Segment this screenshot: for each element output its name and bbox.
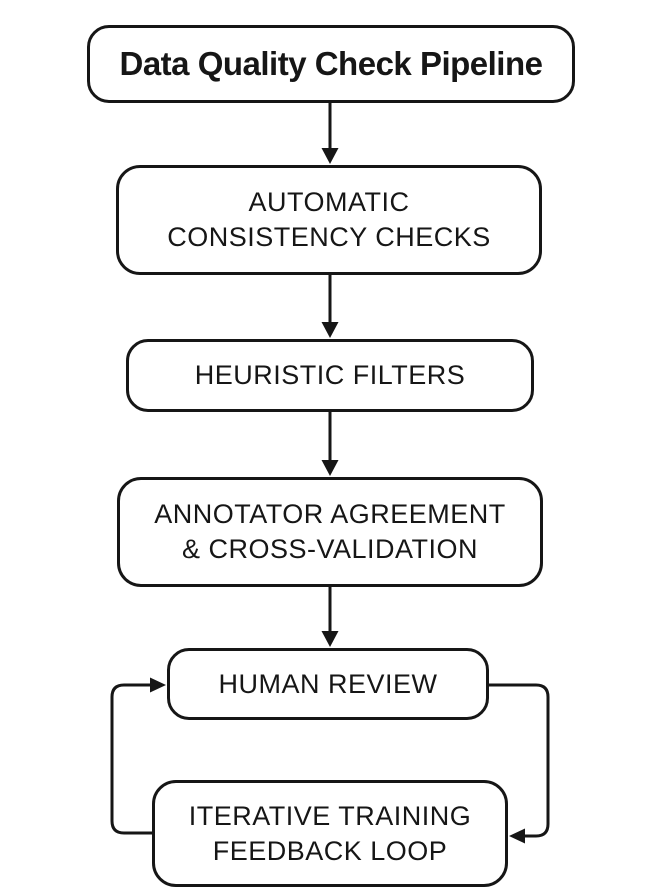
- loop-human-review-to-feedback-line: [488, 683, 550, 838]
- arrow-annotator-to-human-review-head: [321, 631, 339, 647]
- loop-feedback-to-human-review-line: [110, 683, 152, 835]
- node-automatic-consistency-checks: AUTOMATIC CONSISTENCY CHECKS: [116, 165, 542, 275]
- node-pipeline-title-label: Data Quality Check Pipeline: [119, 45, 543, 82]
- node-annotator-agreement-label-line-1: ANNOTATOR AGREEMENT: [154, 499, 506, 529]
- arrow-heuristic-to-annotator-head: [321, 460, 339, 476]
- node-human-review-label: HUMAN REVIEW: [218, 668, 438, 699]
- node-iterative-training-feedback-loop: ITERATIVE TRAINING FEEDBACK LOOP: [152, 780, 508, 887]
- arrow-pipeline-to-consistency-head: [321, 148, 339, 164]
- arrow-consistency-to-heuristic-head: [321, 322, 339, 338]
- node-automatic-consistency-checks-label-line-2: CONSISTENCY CHECKS: [167, 222, 491, 252]
- node-human-review: HUMAN REVIEW: [167, 648, 489, 720]
- node-heuristic-filters: HEURISTIC FILTERS: [126, 339, 534, 412]
- loop-human-review-to-feedback-head: [509, 828, 525, 844]
- node-heuristic-filters-label: HEURISTIC FILTERS: [194, 360, 466, 390]
- node-annotator-agreement-cross-validation: ANNOTATOR AGREEMENT & CROSS-VALIDATION: [117, 477, 543, 587]
- loop-feedback-to-human-review-head: [150, 677, 166, 693]
- node-iterative-training-label-line-2: FEEDBACK LOOP: [212, 835, 448, 866]
- node-annotator-agreement-label-line-2: & CROSS-VALIDATION: [181, 534, 479, 564]
- node-automatic-consistency-checks-label-line-1: AUTOMATIC: [248, 187, 410, 217]
- node-iterative-training-label-line-1: ITERATIVE TRAINING: [188, 800, 472, 831]
- node-pipeline-title: Data Quality Check Pipeline: [87, 25, 575, 103]
